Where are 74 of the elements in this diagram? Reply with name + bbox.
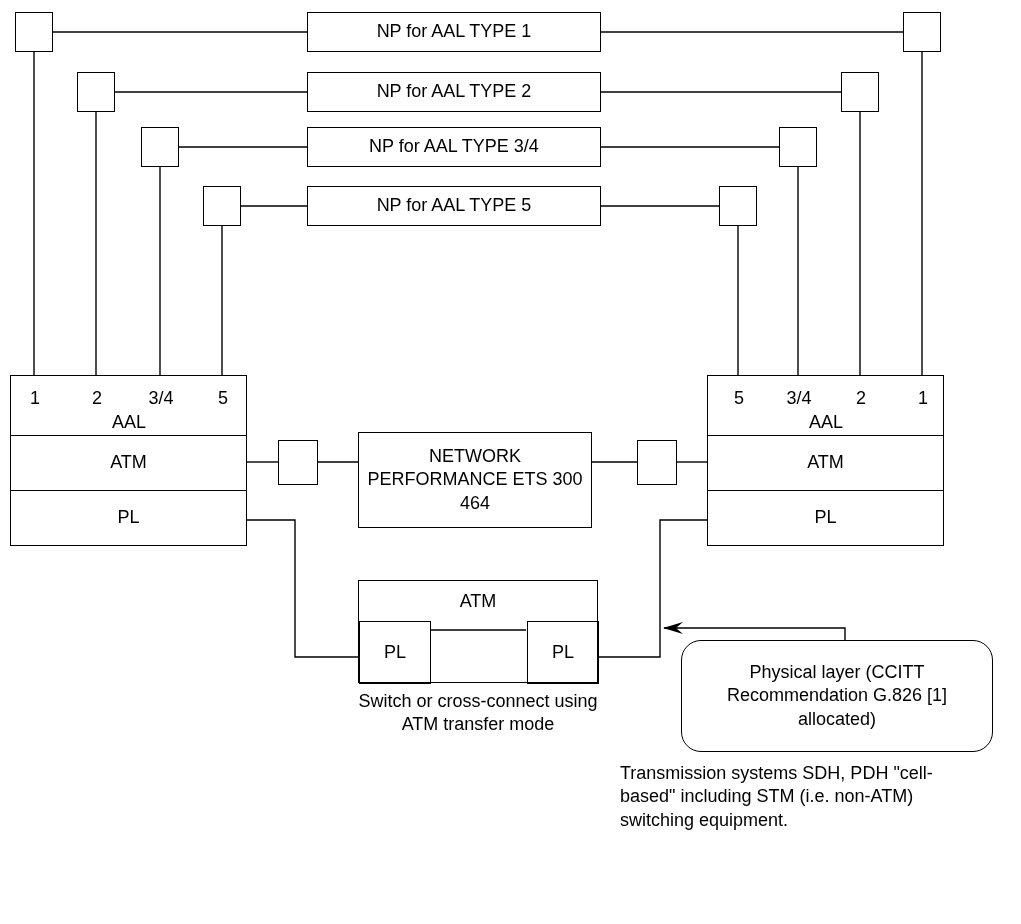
aal-layer-box: [707, 375, 944, 436]
caption-text: Transmission systems SDH, PDH "cell-based" including STM (i.e. non-ATM) switching equipment.: [620, 762, 934, 832]
connection-point-box: [77, 72, 115, 112]
connector-line: [676, 461, 708, 463]
caption-text: Switch or cross-connect using ATM transfer mode: [358, 690, 598, 737]
connector-line: [246, 461, 279, 463]
connector-line: [52, 31, 308, 33]
network-performance-box: [358, 432, 592, 528]
connector-line: [33, 51, 35, 376]
np-box: [307, 186, 601, 226]
aal-type-number: 2: [92, 387, 102, 409]
connection-point-box: [637, 440, 677, 485]
connection-point-box: [841, 72, 879, 112]
atm-layer-box: [707, 435, 944, 491]
connector-line: [591, 461, 638, 463]
physical-layer-box: [359, 621, 431, 684]
node-label: NP for AAL TYPE 3/4: [369, 135, 539, 159]
node-label: ATM: [110, 451, 147, 475]
np-box: [307, 127, 601, 167]
node-label: NP for AAL TYPE 1: [376, 20, 532, 44]
physical-layer-box: [527, 621, 599, 684]
connector-line: [429, 629, 527, 631]
arrow: [663, 622, 846, 641]
connector-line: [246, 519, 359, 658]
connector-line: [221, 225, 223, 376]
connector-line: [159, 166, 161, 376]
node-label: NP for AAL TYPE 2: [376, 80, 532, 104]
layer-label: AAL: [112, 411, 146, 433]
np-box: [307, 12, 601, 52]
aal-type-number: 5: [218, 387, 228, 409]
physical-layer-box: [10, 490, 247, 546]
connector-line: [600, 31, 904, 33]
aal-type-number: 1: [30, 387, 40, 409]
connector-line: [600, 91, 842, 93]
connector-line: [95, 111, 97, 376]
connector-line: [597, 519, 708, 658]
switch-box: [358, 580, 598, 683]
connection-point-box: [278, 440, 318, 485]
connection-point-box: [903, 12, 941, 52]
node-label: ATM: [807, 451, 844, 475]
atm-layer-box: [10, 435, 247, 491]
layer-label: ATM: [459, 590, 497, 612]
physical-layer-note-box: [681, 640, 993, 752]
connection-point-box: [719, 186, 757, 226]
connector-line: [737, 225, 739, 376]
node-label: Physical layer (CCITT Recommendation G.826 [1] allocated): [725, 660, 949, 731]
connector-line: [114, 91, 308, 93]
node-label: NETWORK PERFORMANCE ETS 300 464: [366, 444, 584, 515]
connection-point-box: [141, 127, 179, 167]
aal-type-number: 3/4: [786, 387, 812, 409]
connector-line: [859, 111, 861, 376]
np-box: [307, 72, 601, 112]
connector-line: [600, 146, 780, 148]
aal-layer-box: [10, 375, 247, 436]
aal-type-number: 2: [856, 387, 866, 409]
aal-type-number: 1: [918, 387, 928, 409]
node-label: PL: [117, 506, 140, 530]
connector-line: [178, 146, 308, 148]
node-label: PL: [814, 506, 837, 530]
aal-type-number: 3/4: [148, 387, 174, 409]
connection-point-box: [203, 186, 241, 226]
connector-line: [240, 205, 308, 207]
connector-line: [317, 461, 359, 463]
connector-line: [797, 166, 799, 376]
connection-point-box: [779, 127, 817, 167]
aal-type-number: 5: [734, 387, 744, 409]
node-label: PL: [384, 640, 406, 664]
layer-label: AAL: [809, 411, 843, 433]
physical-layer-box: [707, 490, 944, 546]
node-label: NP for AAL TYPE 5: [376, 194, 532, 218]
connection-point-box: [15, 12, 53, 52]
node-label: PL: [552, 640, 574, 664]
connector-line: [921, 51, 923, 376]
connector-line: [600, 205, 720, 207]
